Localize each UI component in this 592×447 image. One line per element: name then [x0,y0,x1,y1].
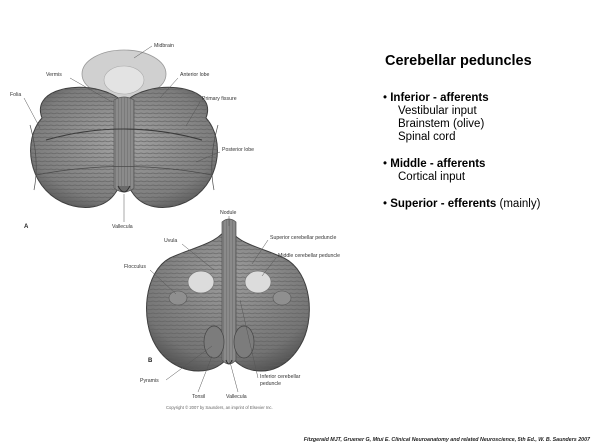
label-vermis: Vermis [46,72,62,78]
label-inferior-peduncle-1: Inferior cerebellar [260,374,301,380]
bullet-sub-item: Brainstem (olive) [383,118,588,131]
bullet-tail: (mainly) [496,198,540,210]
bullet-list: • Inferior - afferents Vestibular input … [383,92,588,225]
label-uvula: Uvula [164,238,177,244]
bullet-inferior: • Inferior - afferents Vestibular input … [383,92,588,144]
label-posterior-lobe: Posterior lobe [222,147,254,153]
cerebellum-figure: Midbrain Vermis Anterior lobe Folia Prim… [0,0,372,420]
label-flocculus: Flocculus [124,264,146,270]
label-anterior-lobe: Anterior lobe [180,72,210,78]
citation: Fitzgerald MJT, Gruener G, Mtui E. Clini… [304,437,590,443]
label-vallecula-b: Vallecula [226,394,247,400]
panel-label-b: B [148,358,153,364]
label-primary-fissure: Primary fissure [202,96,237,102]
slide-title: Cerebellar peduncles [385,53,532,69]
bullet-head: Inferior - afferents [390,92,488,104]
bullet-superior: • Superior - efferents (mainly) [383,198,588,211]
bullet-sub-item: Spinal cord [383,131,588,144]
bullet-middle: • Middle - afferents Cortical input [383,158,588,184]
bullet-sub-item: Vestibular input [383,105,588,118]
label-vallecula-a: Vallecula [112,224,133,230]
figure-copyright: Copyright © 2007 by Saunders, an imprint… [166,405,273,410]
label-folia: Folia [10,92,21,98]
bullet-sub-item: Cortical input [383,171,588,184]
label-inferior-peduncle-2: peduncle [260,381,281,387]
label-nodule: Nodule [220,210,237,216]
label-pyramis: Pyramis [140,378,159,384]
panel-label-a: A [24,224,29,230]
bullet-head: Middle - afferents [390,158,485,170]
bullet-head: Superior - efferents [390,198,496,210]
label-midbrain: Midbrain [154,43,174,49]
label-middle-peduncle: Middle cerebellar peduncle [278,253,340,259]
label-superior-peduncle: Superior cerebellar peduncle [270,235,336,241]
label-tonsil: Tonsil [192,394,205,400]
